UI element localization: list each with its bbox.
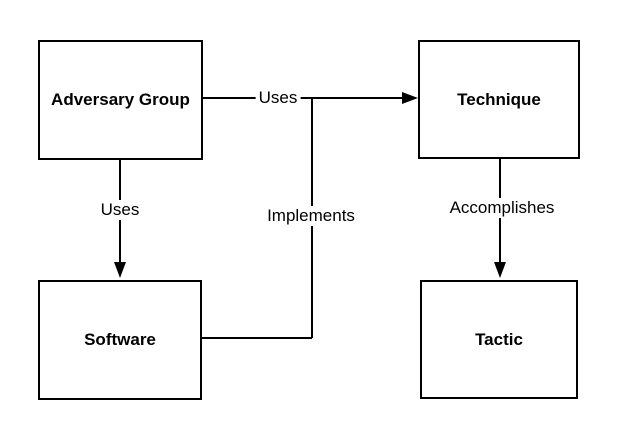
node-adversary-group: Adversary Group <box>38 40 203 160</box>
node-label-tactic: Tactic <box>475 329 523 349</box>
node-label-software: Software <box>84 330 156 349</box>
node-technique: Technique <box>418 40 580 159</box>
edge-label-implements: Implements <box>264 206 358 226</box>
edge-label-uses-horizontal: Uses <box>255 88 301 108</box>
node-tactic: Tactic <box>420 280 578 399</box>
arrowhead-down-icon <box>114 262 126 278</box>
edge-label-uses-vertical: Uses <box>97 200 143 220</box>
node-software: Software <box>38 280 202 400</box>
arrowhead-right-icon <box>402 92 418 104</box>
edge-line-horizontal <box>202 337 312 339</box>
edge-label-accomplishes: Accomplishes <box>446 198 558 218</box>
edge-line <box>203 97 403 99</box>
node-label-adversary-group: Adversary Group <box>51 90 190 109</box>
arrowhead-down-icon <box>494 262 506 278</box>
node-label-technique: Technique <box>457 89 541 109</box>
